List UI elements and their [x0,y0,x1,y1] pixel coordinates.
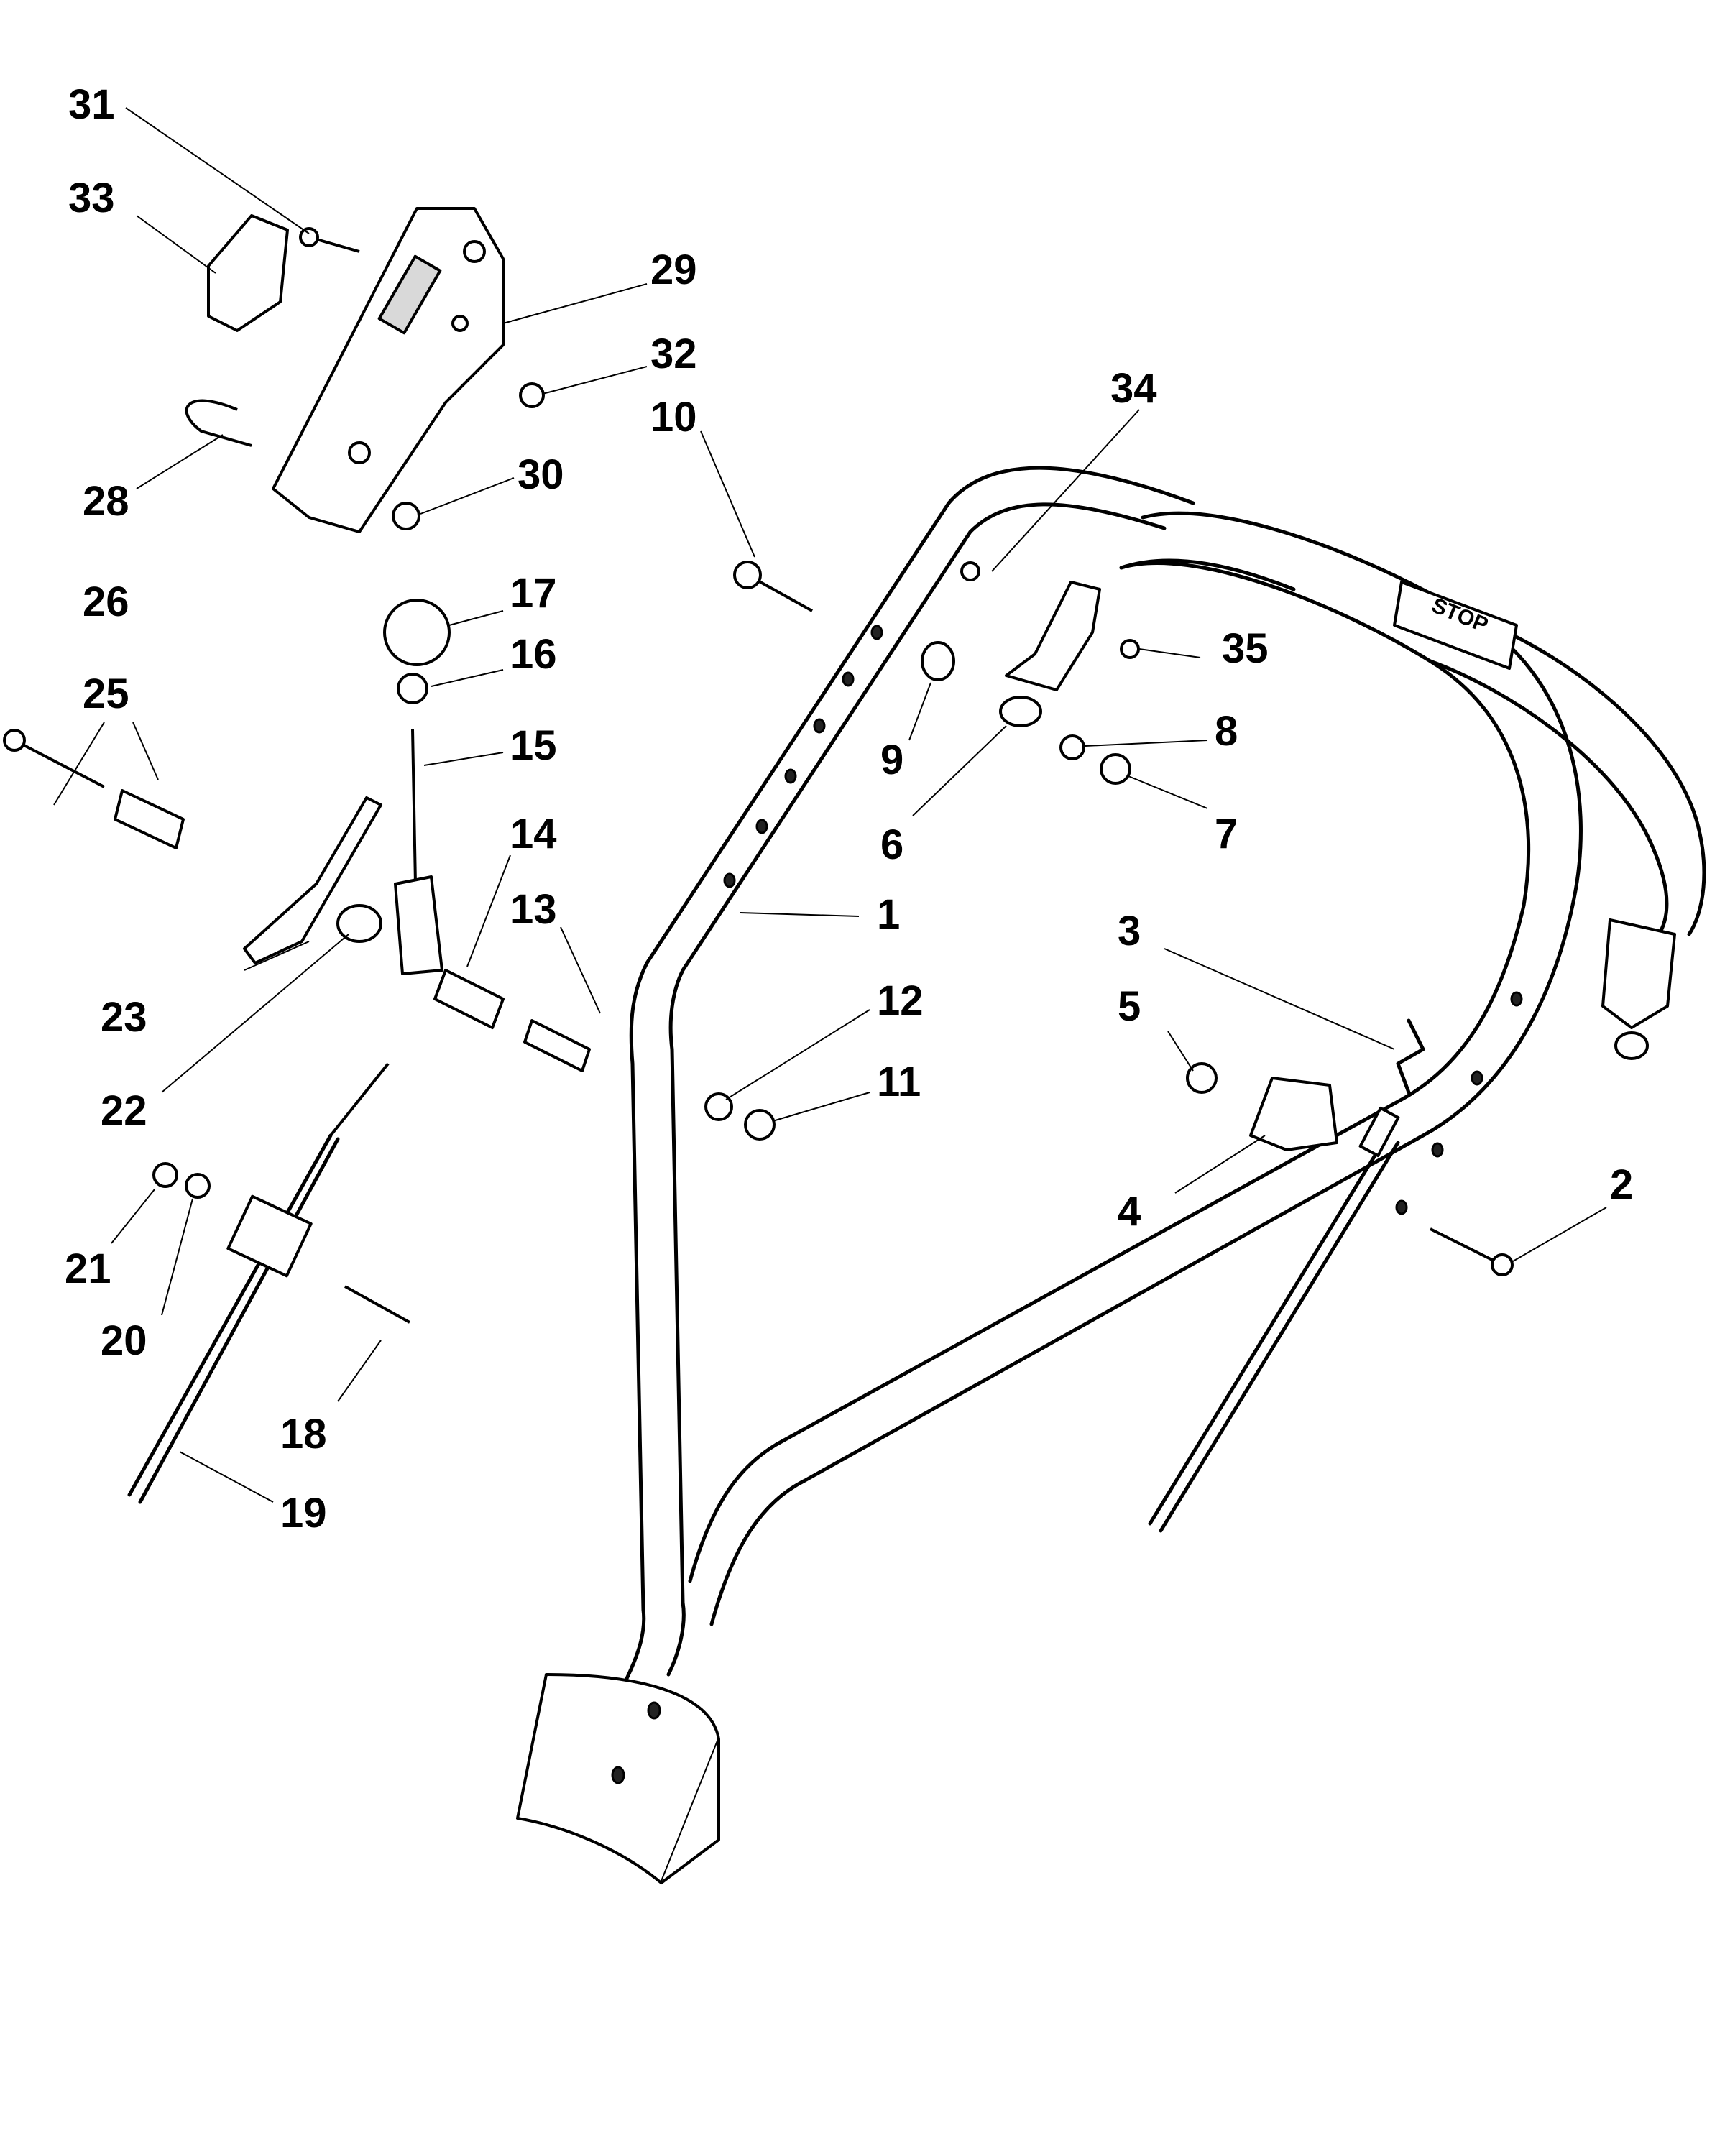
callout-13: 13 [510,886,557,933]
callout-18: 18 [280,1411,327,1457]
callout-15: 15 [510,722,557,769]
callout-9: 9 [880,737,903,783]
callout-5: 5 [1118,983,1141,1030]
callout-7: 7 [1215,811,1238,857]
callout-4: 4 [1118,1188,1141,1235]
callout-33: 33 [68,175,115,221]
handle-frame: STOP [516,466,1706,1884]
callout-6: 6 [880,821,903,868]
hardware-parts [3,207,1514,1504]
callout-14: 14 [510,811,557,857]
callout-29: 29 [650,247,697,293]
callout-19: 19 [280,1490,327,1537]
callout-34: 34 [1110,365,1157,412]
callout-8: 8 [1215,708,1238,755]
callout-16: 16 [510,631,557,678]
callout-17: 17 [510,570,557,617]
callout-2: 2 [1610,1161,1633,1208]
callout-28: 28 [83,478,129,525]
callout-22: 22 [101,1087,147,1134]
callout-3: 3 [1118,908,1141,954]
callout-30: 30 [518,451,564,498]
callout-26: 26 [83,579,129,625]
callout-25: 25 [83,671,129,717]
callout-31: 31 [68,81,115,128]
callout-32: 32 [650,331,697,377]
callout-11: 11 [877,1059,921,1105]
callout-23: 23 [101,994,147,1041]
callout-labels: 31 33 29 32 10 34 30 28 17 16 26 25 35 8… [65,81,1633,1537]
leader-lines [53,107,1607,1503]
callout-21: 21 [65,1245,111,1292]
callout-20: 20 [101,1317,147,1364]
callout-10: 10 [650,394,697,441]
callout-1: 1 [877,891,900,938]
callout-35: 35 [1222,625,1269,672]
callout-12: 12 [877,977,924,1024]
